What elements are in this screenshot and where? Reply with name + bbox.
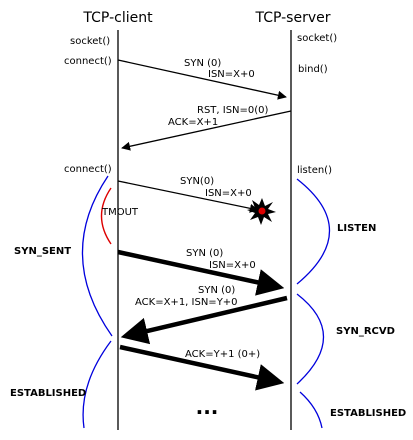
listen-state-label: LISTEN: [337, 223, 376, 234]
client-title: TCP-client: [82, 10, 153, 26]
syn-ack-arrow: [120, 295, 288, 345]
syn-rcvd-state-label: SYN_RCVD: [336, 326, 395, 337]
syn-1-isn-label: ISN=X+0: [208, 69, 255, 80]
rst-arrow: [121, 110, 292, 151]
client-syn-sent-arc: [81, 175, 113, 337]
rst-ack-label: ACK=X+1: [168, 117, 218, 128]
syn-lost-isn-label: ISN=X+0: [205, 188, 252, 199]
server-established-arc: [299, 391, 323, 429]
client-socket-label: socket(): [70, 36, 110, 47]
client-established-state-label: ESTABLISHED: [10, 388, 86, 399]
continuation-ellipsis: ...: [196, 395, 219, 419]
client-connect-label-2: connect(): [64, 164, 112, 175]
server-listen-label: listen(): [297, 165, 332, 176]
timeout-arc: [100, 187, 112, 245]
syn-ack-label: SYN (0): [198, 285, 235, 296]
syn-1-label: SYN (0): [184, 58, 221, 69]
syn-2-label: SYN (0): [186, 248, 223, 259]
syn-arrow-1: [117, 59, 287, 100]
syn-arrow-2: [117, 249, 285, 296]
ack-arrow: [119, 344, 285, 391]
client-established-arc: [82, 340, 112, 429]
server-listen-arc: [296, 178, 330, 285]
server-syn-rcvd-arc: [296, 293, 325, 385]
server-socket-label: socket(): [297, 33, 337, 44]
client-connect-label-1: connect(): [64, 56, 112, 67]
syn-lost-arrow: [117, 180, 259, 213]
syn-ack-values-label: ACK=X+1, ISN=Y+0: [135, 297, 238, 308]
ack-label: ACK=Y+1 (0+): [185, 349, 260, 360]
lost-packet-burst-icon: [247, 198, 276, 225]
server-established-state-label: ESTABLISHED: [330, 408, 406, 419]
timeout-label: TMOUT: [101, 207, 139, 218]
syn-2-isn-label: ISN=X+0: [209, 260, 256, 271]
server-title: TCP-server: [254, 10, 330, 26]
server-bind-label: bind(): [298, 64, 328, 75]
syn-lost-label: SYN(0): [180, 176, 214, 187]
rst-label: RST, ISN=0(0): [197, 105, 269, 116]
syn-sent-state-label: SYN_SENT: [14, 246, 71, 257]
